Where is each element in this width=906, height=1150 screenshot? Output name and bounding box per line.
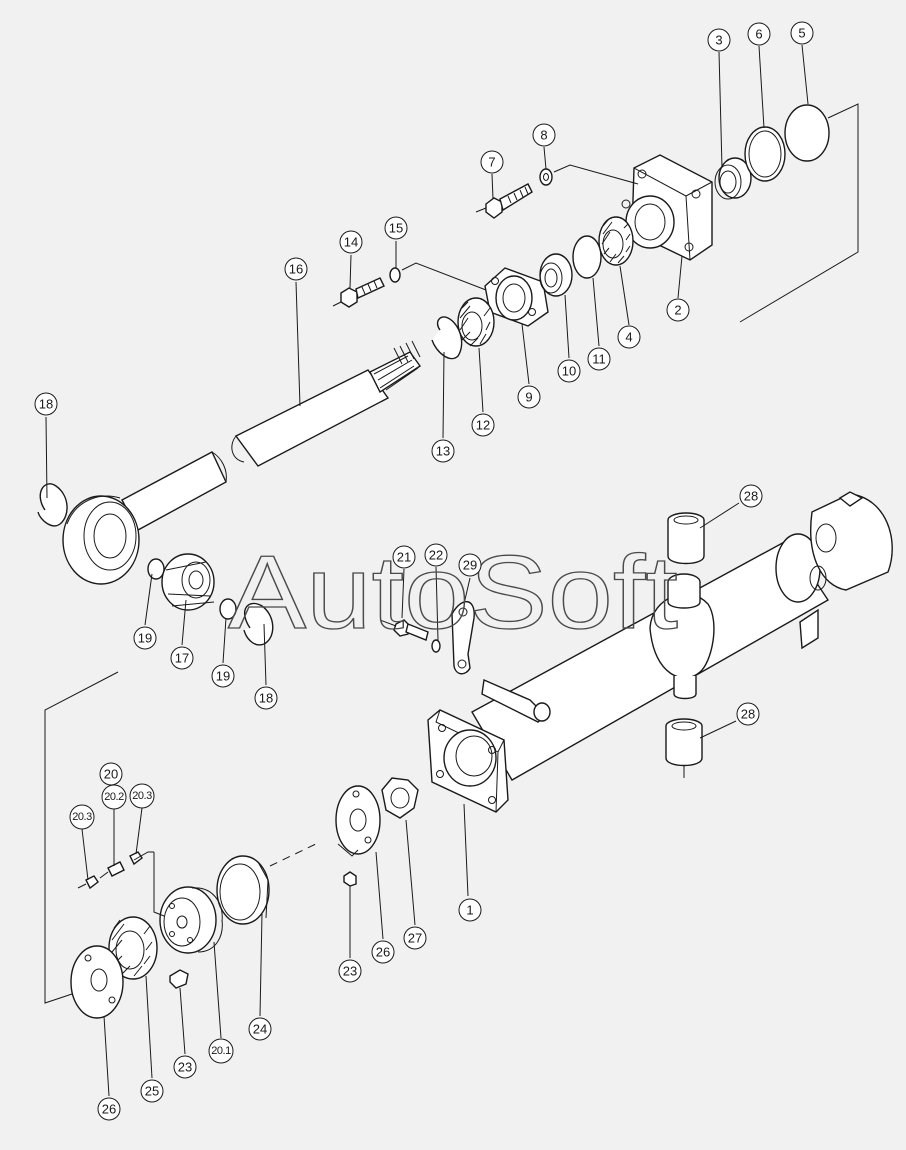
- callout-19-right: 19: [211, 664, 235, 688]
- callout-label: 18: [39, 397, 53, 412]
- rod-guide-assembly: [332, 253, 573, 360]
- callout-12: 12: [471, 413, 495, 437]
- callout-26-upper: 26: [371, 940, 395, 964]
- callout-23-lower: 23: [173, 1055, 197, 1079]
- callout-label: 24: [253, 1022, 267, 1037]
- callout-label: 22: [429, 548, 443, 563]
- callout-16: 16: [284, 257, 308, 281]
- callout-15: 15: [384, 216, 408, 240]
- callout-14: 14: [339, 230, 363, 254]
- callout-label: 8: [540, 128, 547, 143]
- callout-label: 7: [488, 155, 495, 170]
- callout-label: 4: [625, 330, 632, 345]
- callout-label: 11: [592, 352, 606, 367]
- callout-20-3-left: 20.3: [69, 804, 95, 830]
- callout-label: 23: [178, 1060, 192, 1075]
- callout-17: 17: [170, 646, 194, 670]
- callout-label: 20: [104, 767, 118, 782]
- callout-22: 22: [424, 543, 448, 567]
- callout-5: 5: [790, 21, 814, 45]
- callout-label: 21: [397, 550, 411, 565]
- callout-4: 4: [617, 325, 641, 349]
- callout-label: 16: [289, 262, 303, 277]
- callout-label: 3: [715, 33, 722, 48]
- callout-20: 20: [99, 762, 123, 786]
- callout-label: 2: [674, 303, 681, 318]
- callout-24: 24: [248, 1017, 272, 1041]
- callout-label: 28: [741, 707, 755, 722]
- callout-6: 6: [747, 22, 771, 46]
- callout-label: 14: [344, 235, 358, 250]
- callout-label: 12: [476, 418, 490, 433]
- callout-3: 3: [707, 28, 731, 52]
- callout-11: 11: [587, 347, 611, 371]
- callout-label: 20.1: [211, 1045, 231, 1057]
- frame-leader-lower: [44, 671, 119, 1004]
- cylinder-head-assembly: [475, 104, 830, 279]
- callout-26-lower: 26: [97, 1097, 121, 1121]
- frame-leader-upper: [739, 103, 859, 323]
- callout-2: 2: [666, 298, 690, 322]
- watermark-text: AutoSoft: [228, 535, 678, 651]
- callout-29: 29: [458, 553, 482, 577]
- callout-label: 6: [755, 27, 762, 42]
- callout-label: 29: [463, 558, 477, 573]
- callout-label: 25: [145, 1084, 159, 1099]
- callout-label: 27: [408, 931, 422, 946]
- callout-27: 27: [403, 926, 427, 950]
- callout-label: 17: [175, 651, 189, 666]
- callout-28-lower: 28: [736, 702, 760, 726]
- callout-25: 25: [140, 1079, 164, 1103]
- cylinder-tube: [427, 491, 893, 813]
- callout-label: 26: [376, 945, 390, 960]
- callout-label: 9: [525, 390, 532, 405]
- callout-label: 28: [744, 489, 758, 504]
- callout-8: 8: [532, 123, 556, 147]
- callout-label: 20.3: [132, 790, 152, 802]
- callout-18-upper: 18: [34, 392, 58, 416]
- lever-assembly: [379, 601, 551, 723]
- callout-20-3-right: 20.3: [129, 783, 155, 809]
- callout-label: 18: [259, 691, 273, 706]
- callout-9: 9: [517, 385, 541, 409]
- callout-1: 1: [458, 898, 482, 922]
- callout-label: 19: [216, 669, 230, 684]
- watermark: AutoSoft: [227, 534, 678, 651]
- callout-label: 10: [562, 364, 576, 379]
- callout-13: 13: [431, 439, 455, 463]
- callout-label: 19: [138, 631, 152, 646]
- callout-20-1: 20.1: [208, 1038, 234, 1064]
- callout-label: 1: [466, 903, 473, 918]
- callout-18-lower: 18: [254, 686, 278, 710]
- callout-21: 21: [392, 545, 416, 569]
- callout-20-2: 20.2: [101, 784, 127, 810]
- callout-label: 26: [102, 1102, 116, 1117]
- callout-label: 5: [798, 26, 805, 41]
- callout-label: 23: [343, 964, 357, 979]
- callout-10: 10: [557, 359, 581, 383]
- piston-rod: [37, 340, 421, 585]
- callout-label: 15: [389, 221, 403, 236]
- bushing-lower: [665, 718, 703, 778]
- piston-assembly: [70, 777, 419, 1019]
- bearing-assembly: [147, 553, 274, 646]
- callout-label: 20.3: [72, 811, 92, 823]
- callout-label: 13: [436, 444, 450, 459]
- callout-28-upper: 28: [739, 484, 763, 508]
- callout-19-left: 19: [133, 626, 157, 650]
- callout-7: 7: [480, 150, 504, 174]
- bushing-upper: [667, 512, 705, 565]
- callout-label: 20.2: [104, 791, 124, 803]
- callout-23-upper: 23: [338, 959, 362, 983]
- callout-leaders: [45, 44, 809, 1097]
